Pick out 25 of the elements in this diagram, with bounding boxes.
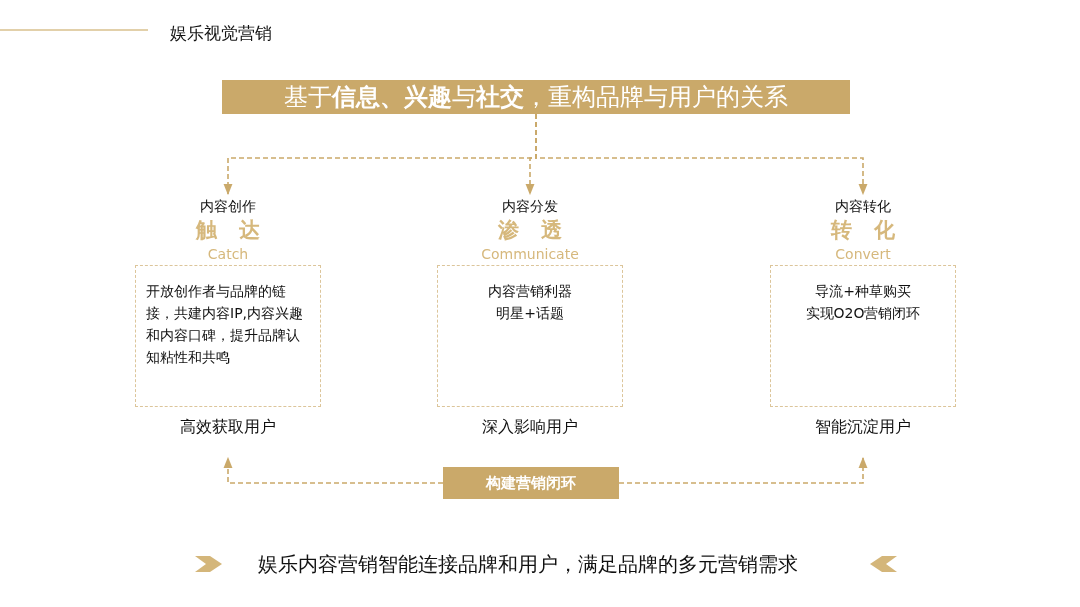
card-text: 明星+话题	[496, 304, 564, 323]
card-text: 导流+种草购买	[815, 282, 911, 301]
arrow	[223, 456, 444, 484]
section-title: 触达	[196, 217, 282, 244]
arrow	[618, 456, 868, 484]
caption-text: 深入影响用户	[482, 417, 578, 438]
footer-text: 娱乐内容营销智能连接品牌和用户，满足品牌的多元营销需求	[258, 551, 798, 578]
section-title: 转化	[831, 217, 917, 244]
banner-text: 构建营销闭环	[486, 473, 576, 493]
section-heading: 内容转化	[835, 198, 891, 216]
section-subtitle: Convert	[835, 246, 891, 262]
section-subtitle: Catch	[207, 246, 249, 262]
caption-text: 智能沉淀用户	[815, 417, 911, 438]
header-title: 娱乐视觉营销	[170, 22, 272, 45]
card-text: 开放创作者与品牌的链接，共建内容IP,内容兴趣和内容口碑，提升品牌认知粘性和共鸣	[146, 282, 305, 367]
banner-text: 基于信息、兴趣与社交，重构品牌与用户的关系	[284, 82, 788, 113]
card-text: 实现O2O营销闭环	[805, 304, 921, 323]
section-heading: 内容分发	[502, 198, 558, 216]
section-heading: 内容创作	[200, 198, 256, 216]
title-banner	[222, 80, 850, 114]
section-title: 渗透	[498, 217, 584, 244]
caption-text: 高效获取用户	[180, 417, 276, 438]
card-text: 内容营销利器	[488, 282, 572, 301]
section-subtitle: Communicate	[481, 246, 579, 262]
label-bar	[443, 467, 619, 499]
